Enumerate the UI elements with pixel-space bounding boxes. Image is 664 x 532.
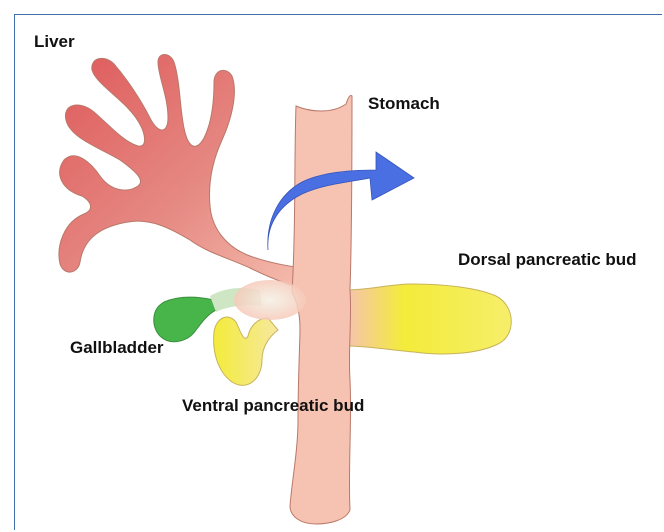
dorsal-bud-shape <box>346 284 511 354</box>
label-liver: Liver <box>34 32 75 52</box>
label-dorsal-pancreatic-bud: Dorsal pancreatic bud <box>458 250 637 270</box>
gallbladder-shape <box>154 297 216 341</box>
liver-shape <box>59 55 320 293</box>
junction-shape <box>234 280 306 320</box>
label-ventral-pancreatic-bud: Ventral pancreatic bud <box>182 396 364 416</box>
ventral-bud-shape <box>214 317 278 385</box>
label-stomach: Stomach <box>368 94 440 114</box>
label-gallbladder: Gallbladder <box>70 338 164 358</box>
